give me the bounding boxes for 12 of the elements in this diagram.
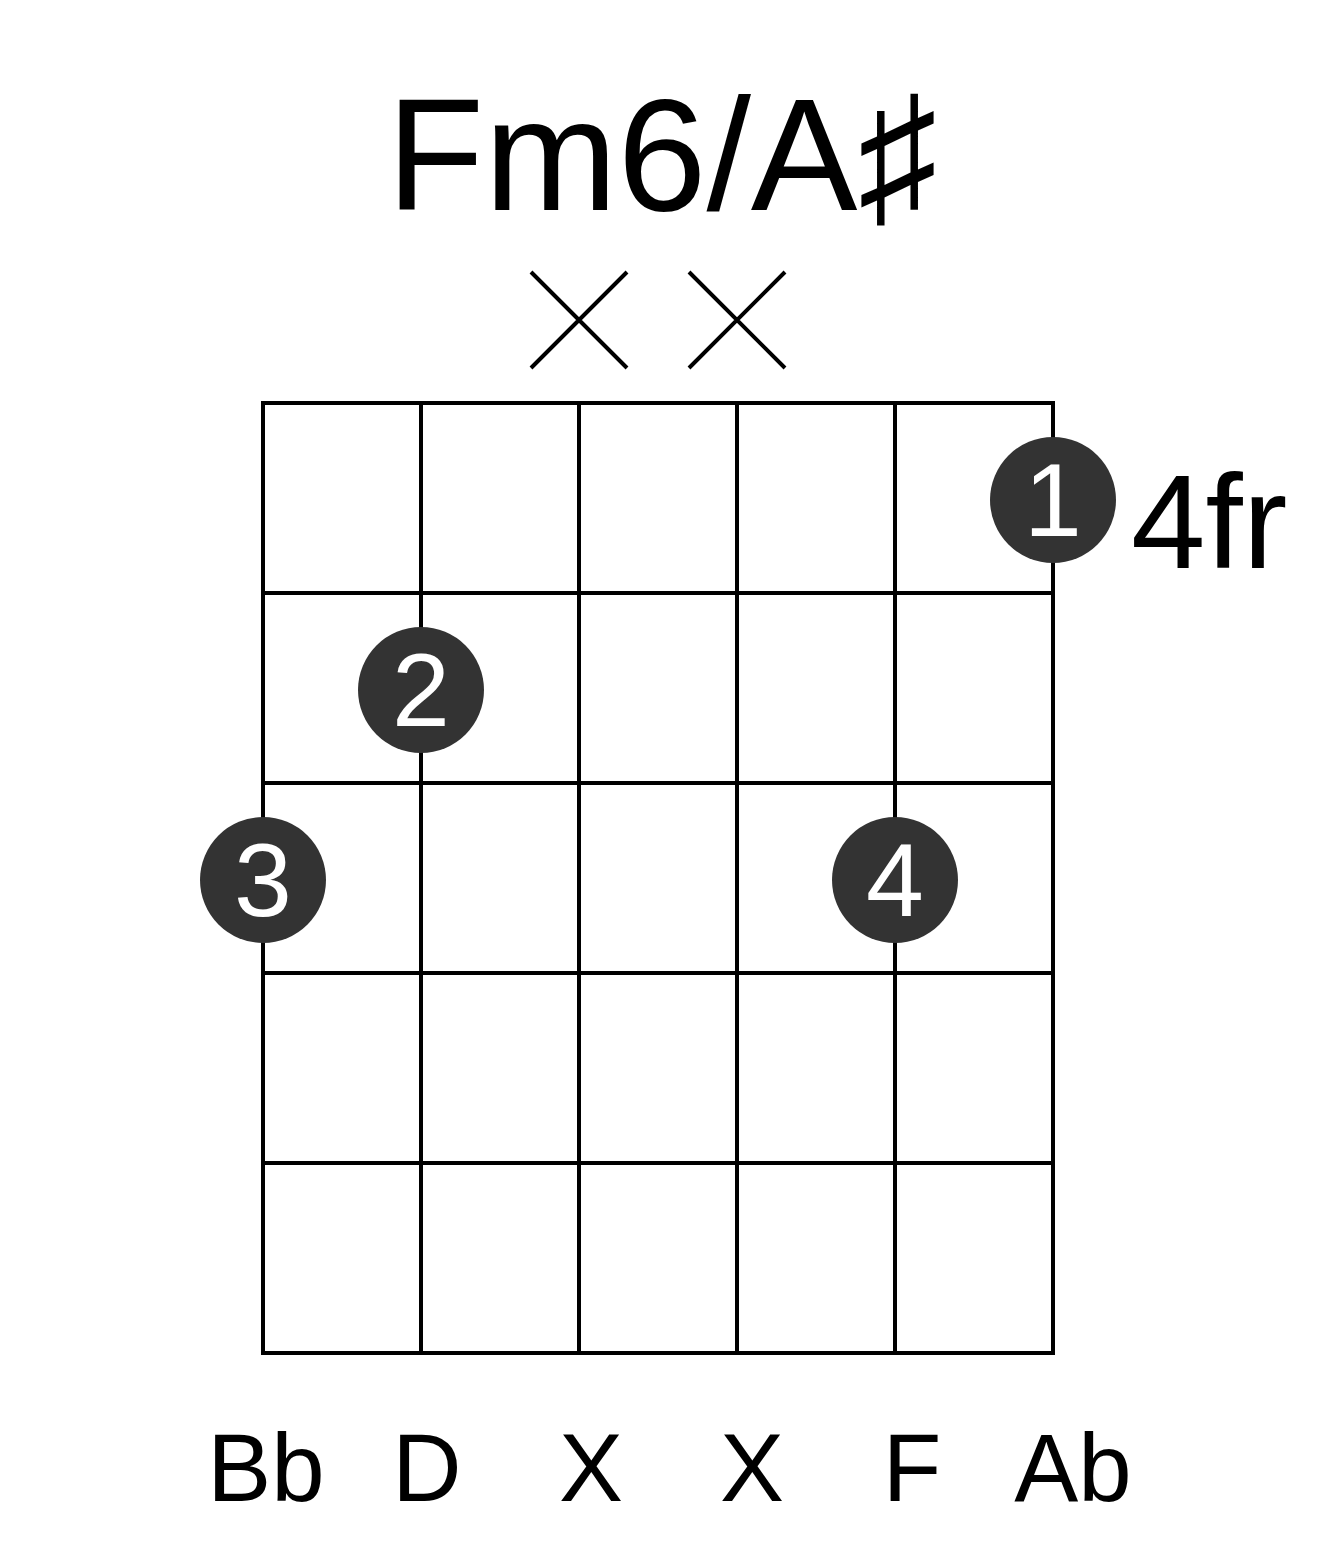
finger-dot: 1 bbox=[990, 437, 1116, 563]
string-note-label: X bbox=[720, 1420, 784, 1516]
fret-number-label: 4fr bbox=[1131, 455, 1288, 589]
string-note-label: D bbox=[392, 1420, 462, 1516]
string-note-label: F bbox=[882, 1420, 942, 1516]
finger-dot: 3 bbox=[200, 817, 326, 943]
string-note-label: Ab bbox=[1014, 1420, 1132, 1516]
finger-dot: 4 bbox=[832, 817, 958, 943]
chord-title: Fm6/A♯ bbox=[386, 75, 938, 235]
string-note-label: X bbox=[559, 1420, 623, 1516]
string-note-label: Bb bbox=[207, 1420, 325, 1516]
finger-dot: 2 bbox=[358, 627, 484, 753]
